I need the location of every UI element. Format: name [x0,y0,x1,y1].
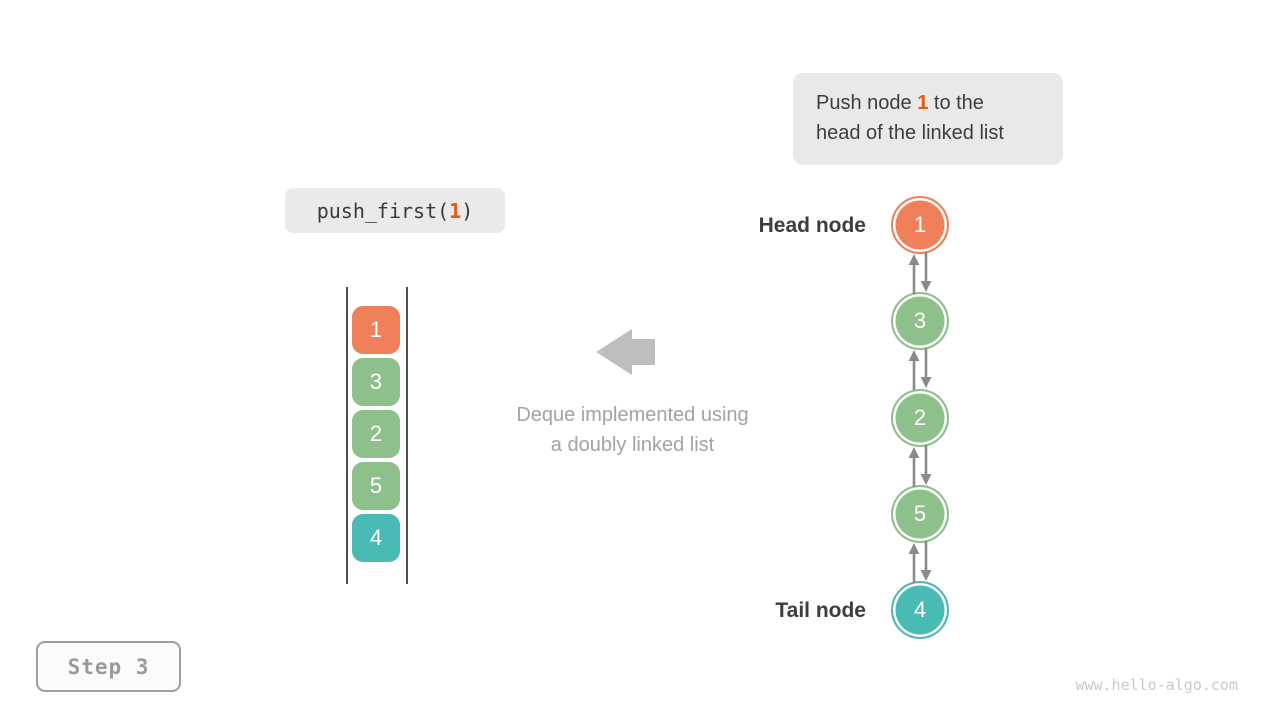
diagram-caption: Deque implemented using a doubly linked … [480,400,785,460]
stack-item: 2 [352,410,400,458]
step-badge: Step 3 [36,641,181,692]
doubly-link-arrows-icon [908,348,932,390]
annotation-highlight-value: 1 [917,92,929,114]
annotation-text: head of the linked list [816,122,1004,144]
head-node-label: Head node [758,214,866,237]
watermark-text: www.hello-algo.com [1075,676,1238,694]
stack-item: 1 [352,306,400,354]
doubly-link-arrows-icon [908,445,932,487]
stack-item: 3 [352,358,400,406]
code-text: push_first( [316,198,450,223]
annotation-text: to the [928,92,984,114]
stack-item: 5 [352,462,400,510]
caption-line-2: a doubly linked list [550,434,715,456]
code-call-box: push_first(1) [285,188,505,233]
annotation-text: Push node [816,92,918,114]
list-node: 1 [891,196,949,254]
annotation-line-1: Push node 1 to the [816,88,1063,118]
stack-left-wall [346,287,348,584]
list-node: 5 [891,485,949,543]
left-arrow-icon [596,329,655,375]
list-node: 3 [891,292,949,350]
annotation-note: Push node 1 to the head of the linked li… [793,73,1063,165]
stack-right-wall [406,287,408,584]
stack-item: 4 [352,514,400,562]
doubly-link-arrows-icon [908,252,932,294]
list-node: 2 [891,389,949,447]
code-text: ) [461,198,474,223]
doubly-link-arrows-icon [908,541,932,583]
list-node: 4 [891,581,949,639]
caption-line-1: Deque implemented using [516,404,749,426]
tail-node-label: Tail node [775,599,866,622]
annotation-line-2: head of the linked list [816,118,1063,148]
code-argument-value: 1 [449,198,462,223]
